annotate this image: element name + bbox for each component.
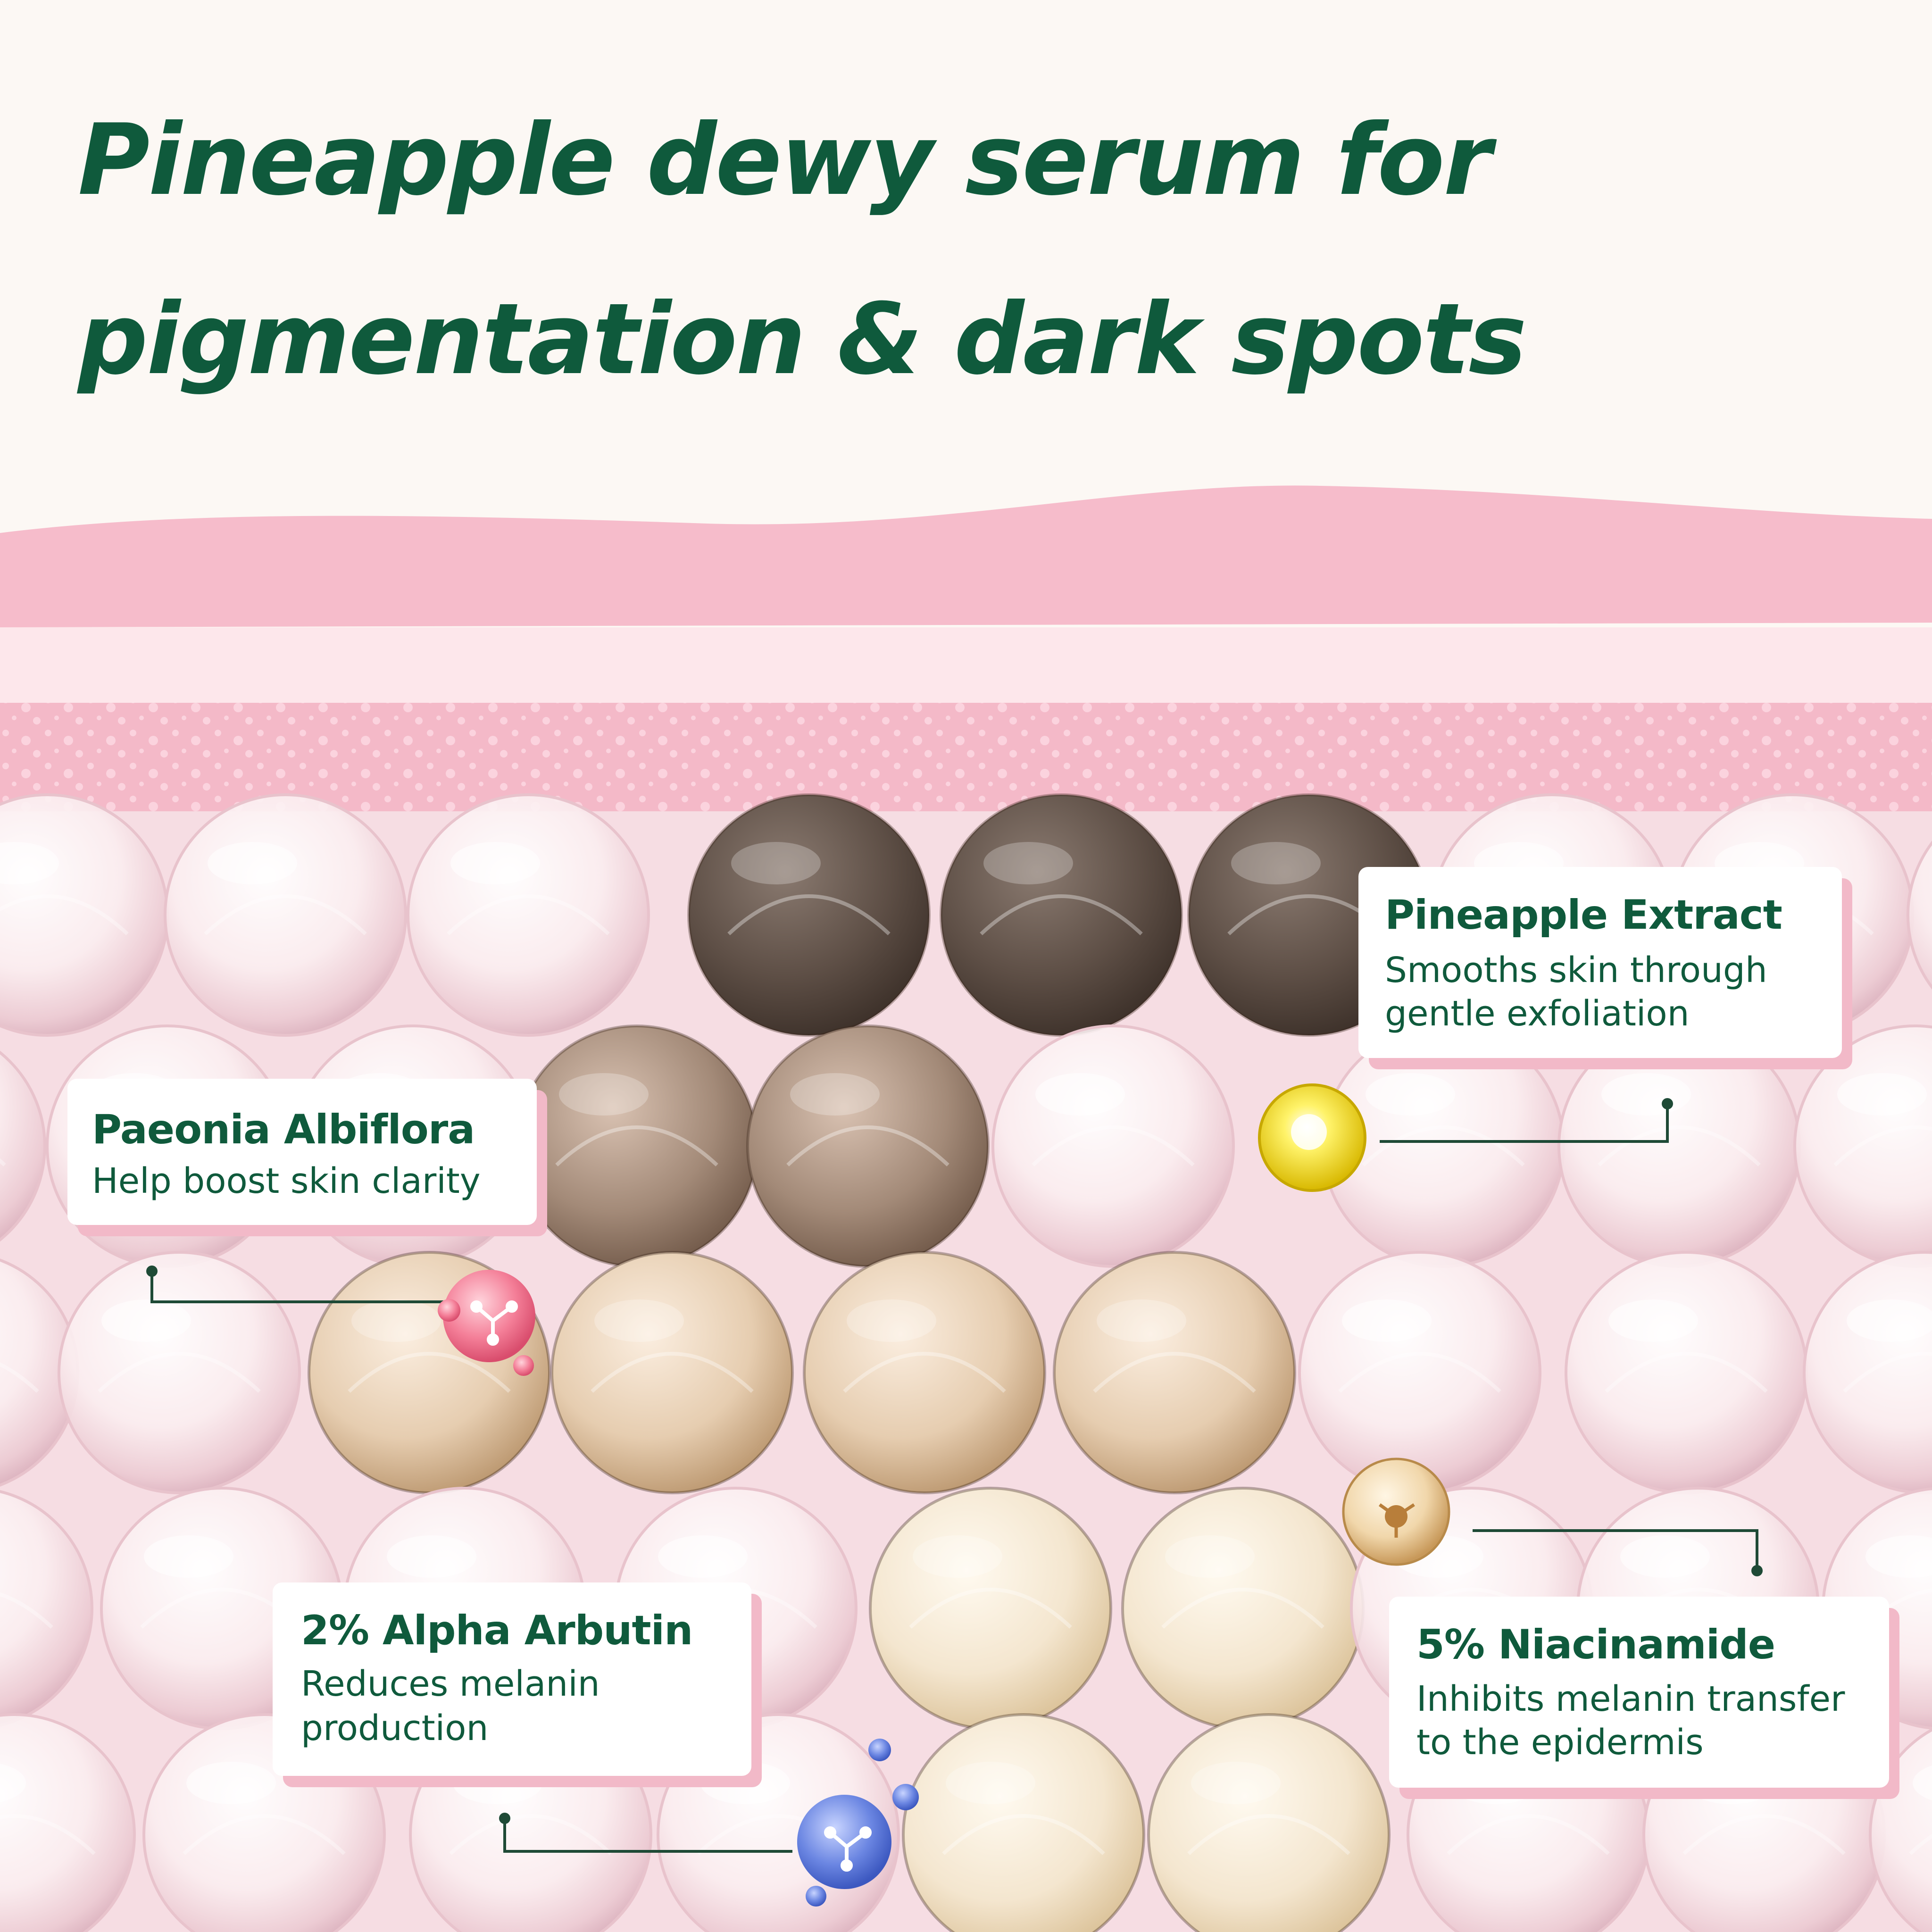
callout-description-line-2: production <box>301 1708 489 1749</box>
pigmented-skin-cell <box>550 1251 794 1494</box>
callout-niacinamide: 5% Niacinamide Inhibits melanin transfer… <box>1389 1597 1889 1788</box>
callout-title: Pineapple Extract <box>1385 891 1782 939</box>
callout-title: 5% Niacinamide <box>1416 1621 1775 1668</box>
arbutin-molecule-icon <box>797 1739 919 1907</box>
callout-title: Paeonia Albiflora <box>92 1106 475 1153</box>
callout-description-line-1: Reduces melanin <box>301 1664 600 1704</box>
skin-cell <box>1793 1024 1932 1268</box>
callout-pineapple-extract: Pineapple Extract Smooths skin through g… <box>1358 867 1842 1058</box>
skin-cell <box>1557 1024 1801 1268</box>
title-line-1: Pineapple dewy serum for <box>78 103 1492 217</box>
skin-cell <box>0 1490 93 1727</box>
page-title: Pineapple dewy serum for pigmentation & … <box>78 71 1870 429</box>
skin-cell <box>1907 841 1932 990</box>
niacinamide-molecule-icon <box>1342 1457 1450 1566</box>
pigmented-skin-cell <box>940 793 1183 1037</box>
pigmented-skin-cell <box>746 1024 990 1268</box>
skin-cell <box>0 793 169 1037</box>
pigmented-skin-cell <box>515 1024 758 1268</box>
callout-description-line-2: gentle exfoliation <box>1385 993 1690 1034</box>
paeonia-molecule-icon <box>438 1270 535 1376</box>
callout-description-line-2: to the epidermis <box>1416 1722 1704 1763</box>
callout-paeonia-albiflora: Paeonia Albiflora Help boost skin clarit… <box>67 1079 537 1225</box>
pigmented-skin-cell <box>1147 1713 1391 1932</box>
skin-cell <box>1298 1251 1541 1494</box>
pigmented-skin-cell <box>902 1713 1145 1932</box>
pigmented-skin-cell <box>1121 1487 1365 1730</box>
stratum-corneum-layer <box>0 485 1932 627</box>
connector-lines <box>150 1104 1758 1853</box>
callout-description-line-1: Smooths skin through <box>1385 950 1767 991</box>
callout-description-line-1: Inhibits melanin transfer <box>1416 1679 1845 1719</box>
pale-skin-band <box>0 627 1932 703</box>
skin-cell <box>0 1713 136 1932</box>
pigmented-skin-cell <box>869 1487 1112 1730</box>
callout-description-line-1: Help boost skin clarity <box>92 1161 481 1201</box>
skin-cell <box>58 1251 301 1494</box>
skin-cell <box>164 793 407 1037</box>
skin-cell <box>0 1050 46 1242</box>
skin-cell <box>991 1024 1235 1268</box>
callout-alpha-arbutin: 2% Alpha Arbutin Reduces melanin product… <box>273 1582 751 1776</box>
skin-cell <box>1565 1251 1808 1494</box>
pineapple-molecule-icon <box>1258 1083 1366 1192</box>
pigmented-skin-cell <box>803 1251 1046 1494</box>
callout-title: 2% Alpha Arbutin <box>301 1607 693 1654</box>
skin-cell <box>407 793 650 1037</box>
title-line-2: pigmentation & dark spots <box>78 283 1527 397</box>
pigmented-skin-cell <box>1053 1251 1296 1494</box>
pigmented-skin-cell <box>687 793 931 1037</box>
connector-dots <box>146 1098 1763 1824</box>
